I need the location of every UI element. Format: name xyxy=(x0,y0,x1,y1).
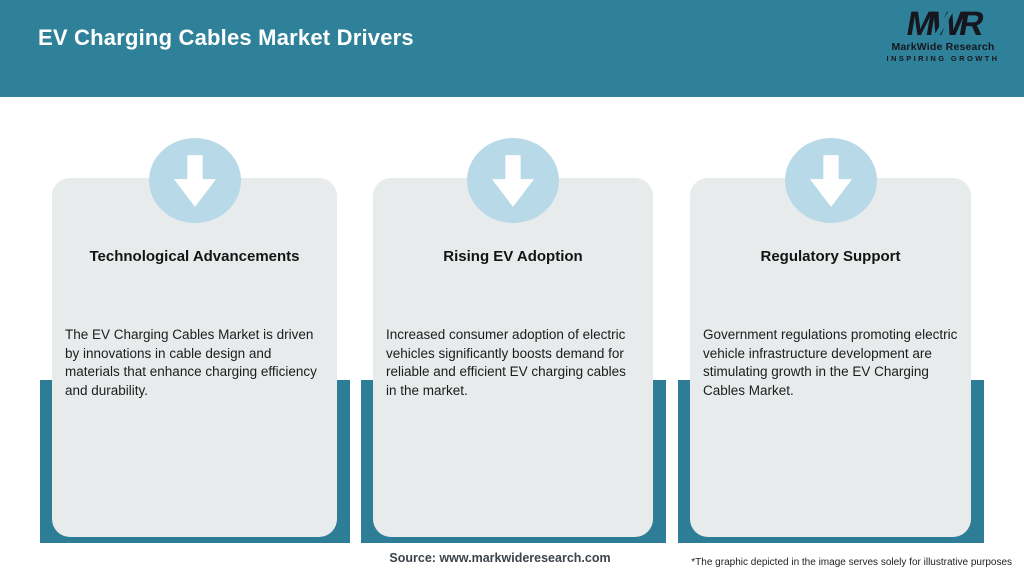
card-body: The EV Charging Cables Market is driven … xyxy=(65,327,317,398)
page-title: EV Charging Cables Market Drivers xyxy=(38,25,414,50)
card-body: Increased consumer adoption of electric … xyxy=(386,327,626,398)
card-technological-advancements: Technological Advancements The EV Chargi… xyxy=(40,138,350,543)
icon-circle xyxy=(784,138,877,223)
down-arrow-icon xyxy=(491,154,535,207)
card-title: Rising EV Adoption xyxy=(443,248,583,265)
header-bar: EV Charging Cables Market Drivers MWR Ma… xyxy=(0,0,1024,97)
brand-logo: MWR MarkWide Research INSPIRING GROWTH xyxy=(878,5,1008,63)
card-rising-ev-adoption: Rising EV Adoption Increased consumer ad… xyxy=(361,138,666,543)
source-line: Source: www.markwideresearch.com xyxy=(389,551,611,565)
card-regulatory-support: Regulatory Support Government regulation… xyxy=(678,138,984,543)
logo-monogram-icon: MWR xyxy=(903,5,983,43)
card-panel: Regulatory Support Government regulation… xyxy=(690,178,971,537)
logo-company-name: MarkWide Research xyxy=(891,41,995,53)
icon-circle xyxy=(467,138,559,223)
card-title: Technological Advancements xyxy=(89,248,300,265)
disclaimer-note: *The graphic depicted in the image serve… xyxy=(691,557,1012,568)
logo-tagline: INSPIRING GROWTH xyxy=(886,54,1000,63)
card-body: Government regulations promoting electri… xyxy=(703,327,958,398)
card-title: Regulatory Support xyxy=(760,248,901,265)
card-panel: Rising EV Adoption Increased consumer ad… xyxy=(373,178,653,537)
down-arrow-icon xyxy=(173,154,216,207)
card-panel: Technological Advancements The EV Chargi… xyxy=(52,178,337,537)
icon-circle xyxy=(148,138,241,223)
down-arrow-icon xyxy=(809,154,852,207)
